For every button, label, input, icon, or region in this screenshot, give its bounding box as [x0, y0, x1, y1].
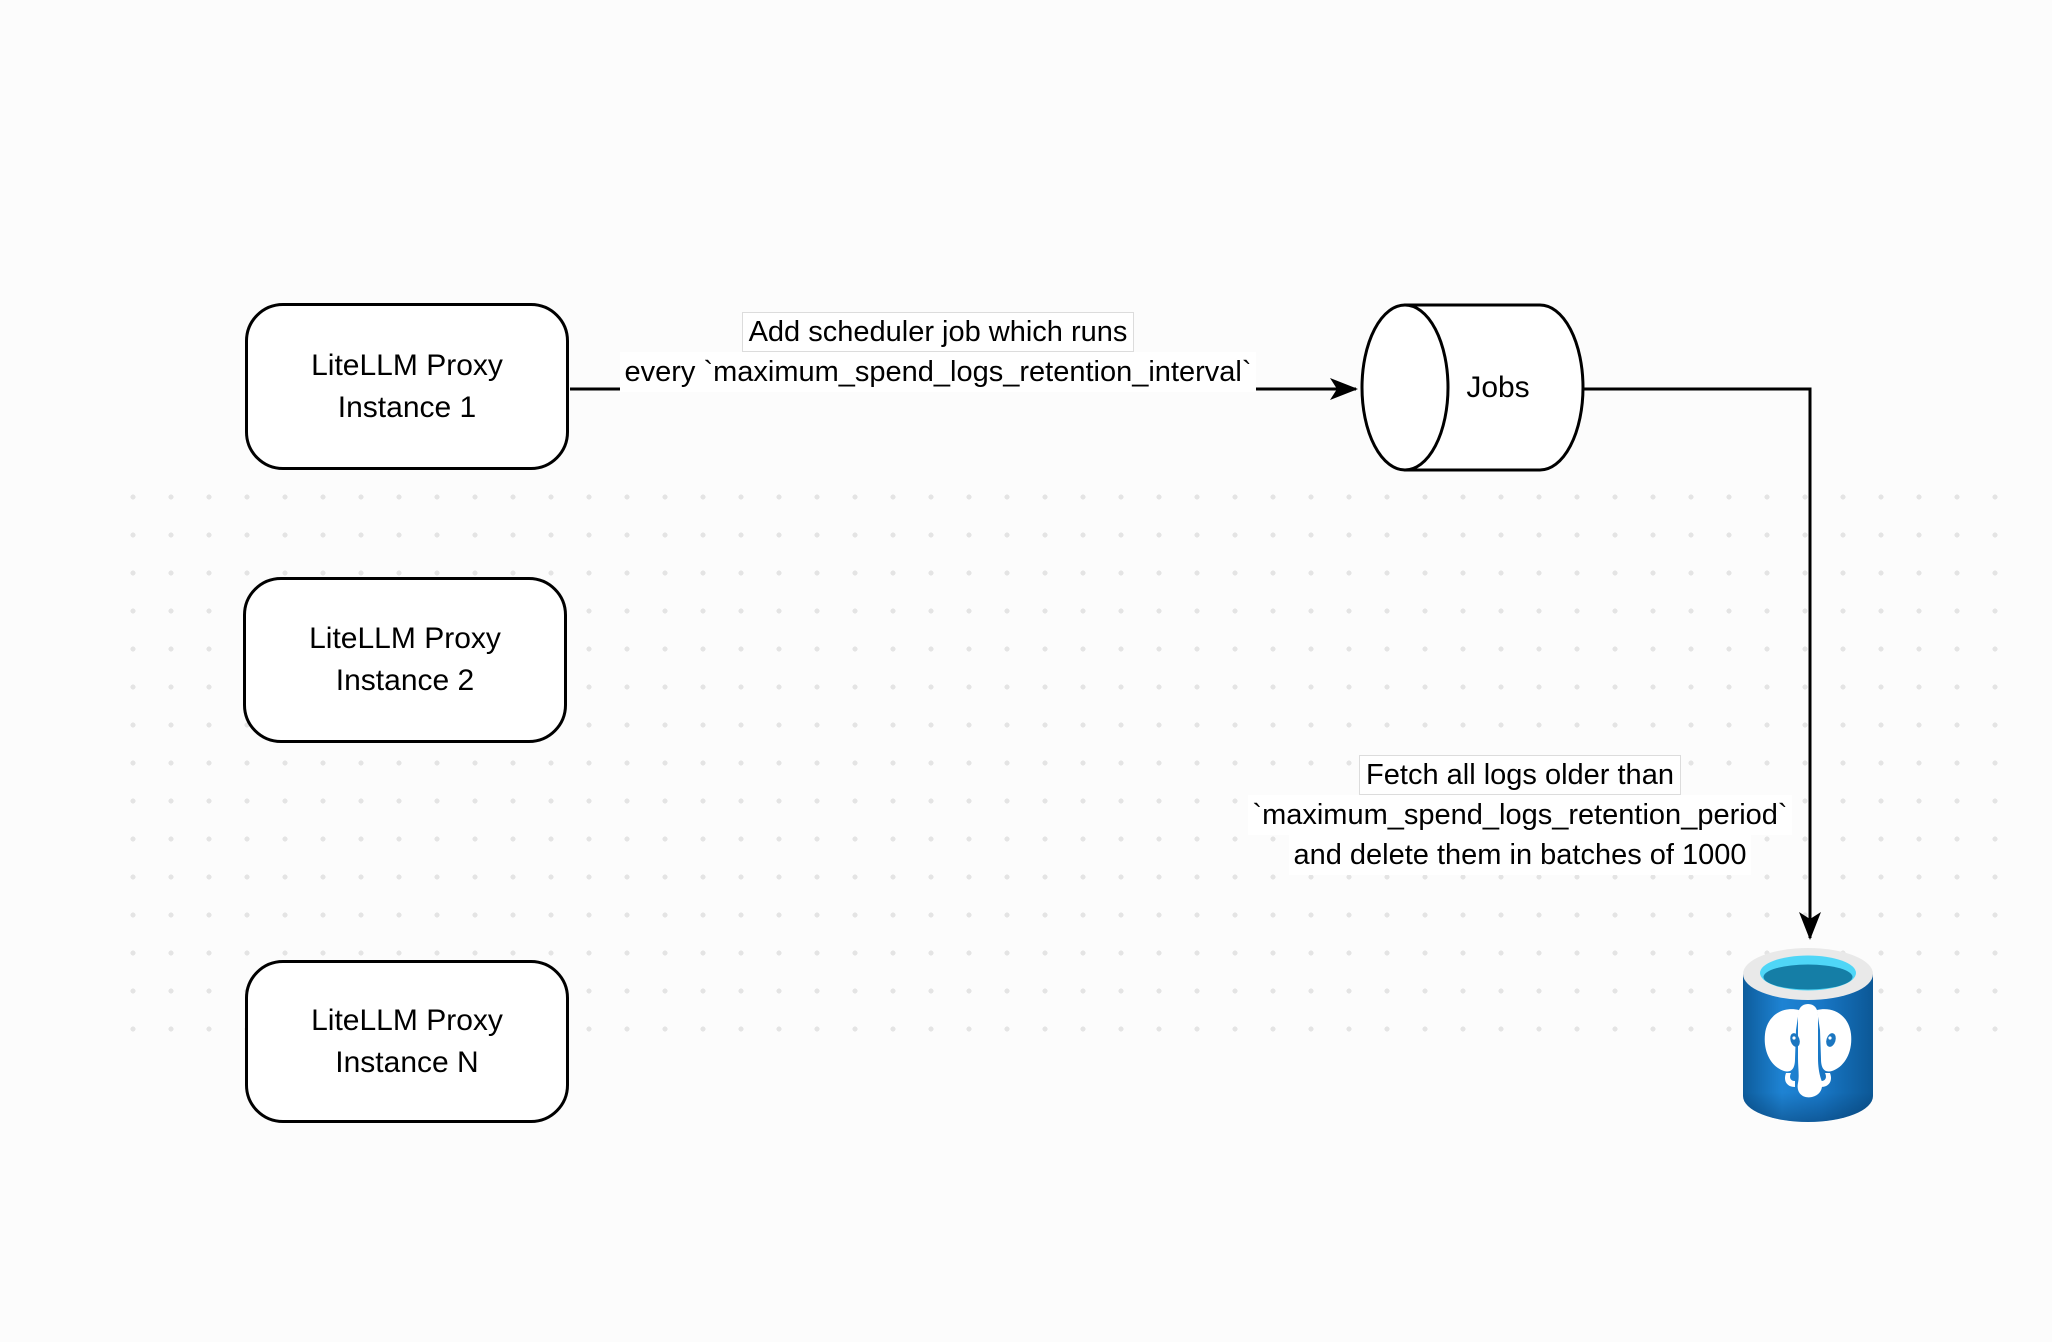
postgres-elephant-eyes: [1790, 1033, 1836, 1047]
arrow-jobs-to-postgres: [1583, 387, 1821, 940]
node-label-line: Instance 2: [335, 664, 475, 697]
node-litellm-proxy-instance-2: LiteLLM Proxy Instance 2: [243, 577, 567, 743]
node-label-line: Instance N: [335, 1045, 479, 1079]
edge-label-line: `maximum_spend_logs_retention_period`: [1248, 795, 1792, 835]
edge-label-line: and delete them in batches of 1000: [1289, 835, 1751, 875]
edge-label-line: Add scheduler job which runs: [741, 312, 1135, 352]
postgres-elephant: [1764, 1004, 1852, 1098]
node-label-line: LiteLLM Proxy: [311, 348, 503, 382]
node-label-line: LiteLLM Proxy: [311, 1003, 503, 1037]
node-label-line: Instance 1: [337, 390, 477, 424]
edge-label-scheduler: Add scheduler job which runs every `maxi…: [588, 312, 1288, 392]
jobs-cylinder-cap: [1360, 303, 1450, 472]
edge-label-line: every `maximum_spend_logs_retention_inte…: [620, 352, 1256, 392]
node-label-line: LiteLLM Proxy: [309, 622, 501, 655]
postgres-liquid: [1763, 964, 1853, 990]
jobs-cylinder-body: [1403, 303, 1585, 472]
node-litellm-proxy-instance-1: LiteLLM Proxy Instance 1: [245, 303, 569, 470]
node-litellm-proxy-instance-n: LiteLLM Proxy Instance N: [245, 960, 569, 1123]
dot-grid-background: [114, 478, 2014, 1048]
edge-label-line: Fetch all logs older than: [1359, 755, 1681, 795]
postgresql-database-icon: [1743, 948, 1873, 1122]
jobs-cylinder: [1360, 303, 1585, 472]
edge-label-cleanup: Fetch all logs older than `maximum_spend…: [1170, 755, 1870, 875]
node-jobs-label: Jobs: [1466, 371, 1530, 404]
